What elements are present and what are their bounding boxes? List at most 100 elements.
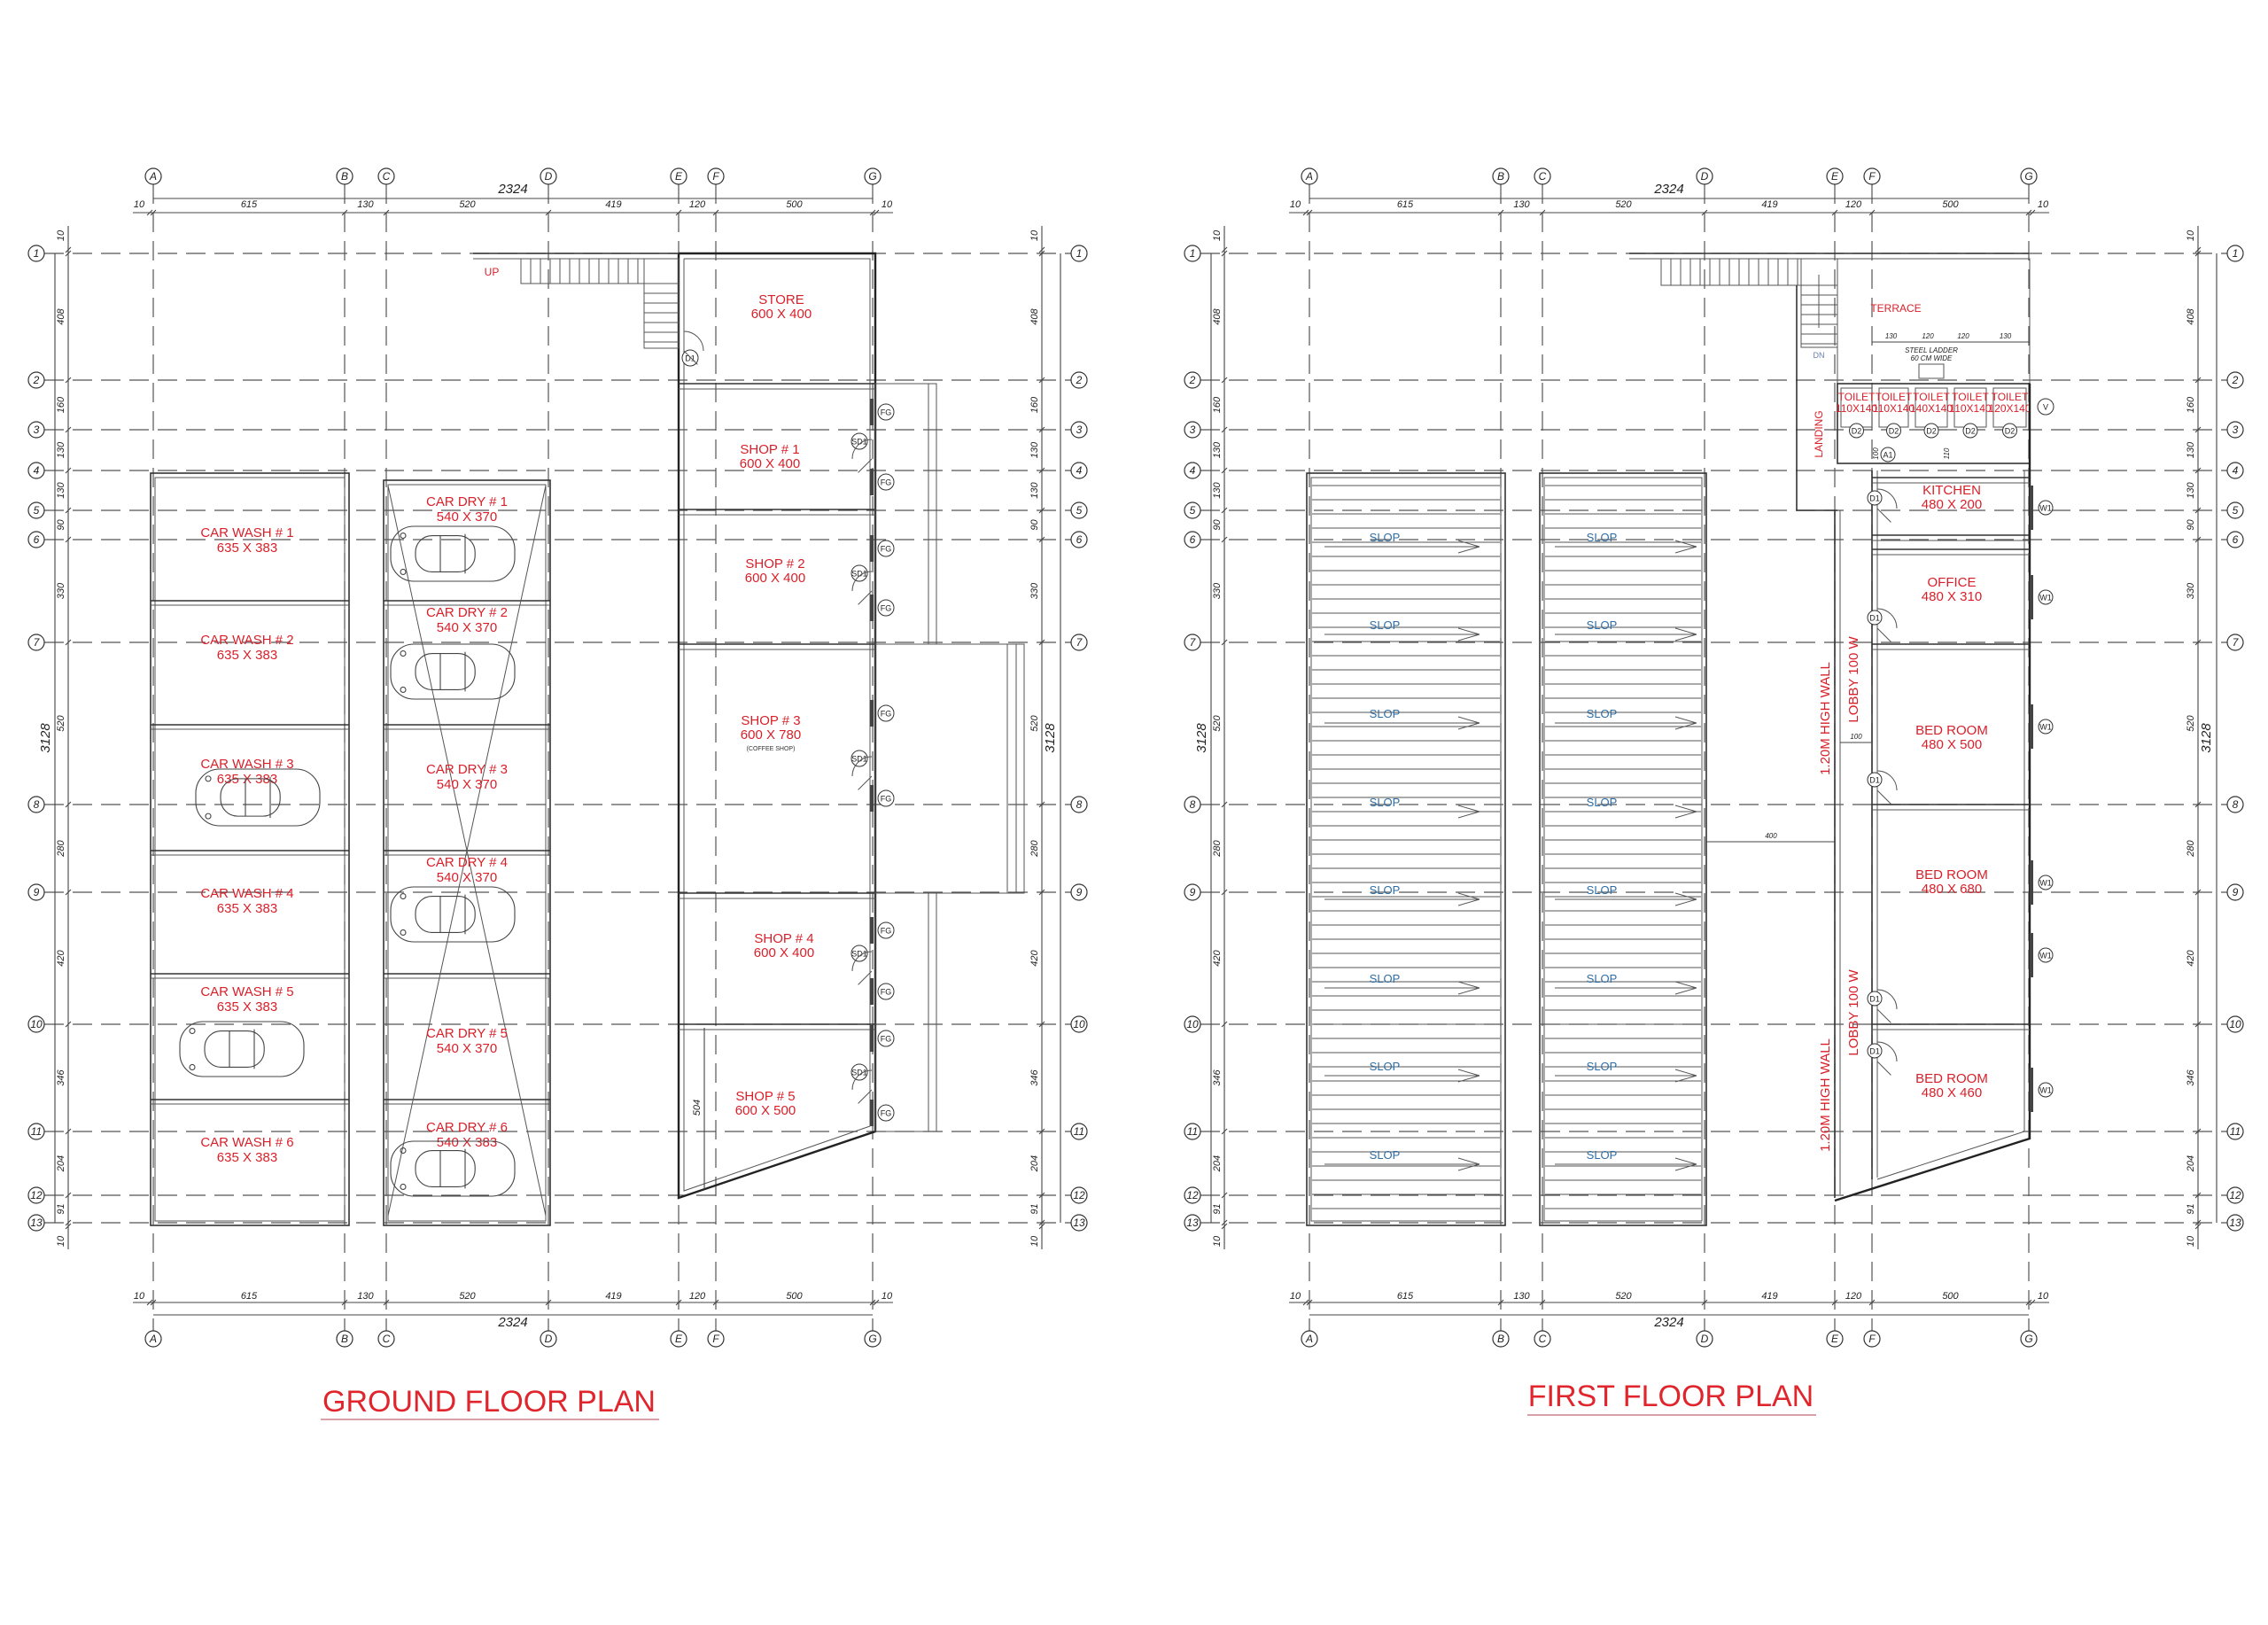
height-dimension: 204: [1212, 1155, 1223, 1172]
grid-label-10: 10: [2229, 1018, 2241, 1030]
grid-bubble-6: [1184, 531, 1201, 548]
height-dimension: 330: [1029, 582, 1040, 599]
car-body: [195, 768, 321, 827]
dimension-tick: [65, 1021, 72, 1028]
slope-label: SLOP: [1370, 618, 1401, 632]
height-dimension: 280: [2186, 839, 2196, 857]
toilet-size: 110X140: [1949, 402, 1991, 415]
terrace-dimension: 120: [1922, 332, 1934, 340]
slope-label: SLOP: [1587, 972, 1618, 985]
dimension-tick: [1221, 1192, 1228, 1199]
slope-arrowhead: [1674, 1075, 1697, 1083]
shop-label: SHOP # 5: [735, 1089, 795, 1104]
shop-note: (COFFEE SHOP): [747, 746, 796, 752]
grid-bubble-B: [1492, 167, 1510, 185]
height-dimension: 420: [1029, 949, 1040, 966]
grid-label-2: 2: [2232, 374, 2239, 386]
width-dimension: 500: [1942, 1291, 1959, 1302]
door-arc: [1876, 488, 1898, 509]
grid-label-10: 10: [30, 1018, 43, 1030]
shop-door-tag: SD1: [851, 755, 867, 764]
grid-bubble-7: [1070, 634, 1088, 651]
door-tag-d1: D1: [685, 354, 695, 363]
shop-label: SHOP # 3: [741, 713, 800, 728]
lobby-width-dimension: 100: [1850, 733, 1862, 741]
grid-bubble-3: [27, 421, 45, 439]
grid-bubble-E: [670, 1330, 687, 1348]
car-light: [400, 568, 407, 576]
window-tag-w1-circle: [2038, 875, 2054, 890]
door-tag-d2: D2: [1889, 427, 1899, 436]
dimension-tick: [2029, 209, 2036, 216]
grid-label-7: 7: [1190, 636, 1197, 649]
door-arc: [851, 951, 873, 972]
width-dimension: 520: [459, 199, 476, 210]
overall-width-dimension: 2324: [497, 1315, 527, 1330]
dimension-tick: [1221, 250, 1228, 257]
grid-bubble-D: [540, 1330, 557, 1348]
dimension-tick: [1302, 1299, 1309, 1306]
door-leaf: [858, 970, 873, 985]
door-swing-icon: [851, 1069, 873, 1104]
dimension-tick: [146, 1299, 153, 1306]
grid-bubble-E: [670, 167, 687, 185]
grid-label-F: F: [712, 1333, 719, 1345]
width-dimension: 419: [605, 1291, 621, 1302]
dimension-tick: [1868, 209, 1876, 216]
height-dimension: 408: [1212, 307, 1223, 324]
width-dimension: 419: [1761, 199, 1777, 210]
slope-arrowhead: [1457, 898, 1480, 906]
grid-label-7: 7: [34, 636, 41, 649]
slope-label: SLOP: [1587, 618, 1618, 632]
ramp-block-inner: [1310, 477, 1502, 1222]
shop-label: SHOP # 1: [740, 442, 799, 457]
car-body: [390, 643, 516, 700]
slope-arrowhead: [1674, 546, 1697, 554]
door-arc: [851, 756, 873, 777]
height-dimension: 130: [56, 481, 66, 498]
slope-arrowhead: [1674, 716, 1697, 724]
fixed-glass-tag: FG: [881, 795, 892, 804]
dimension-tick: [1221, 889, 1228, 896]
dimension-tick: [675, 1299, 682, 1306]
height-dimension: 520: [56, 714, 66, 731]
terrace-dimension: 130: [2000, 332, 2012, 340]
dimension-tick: [65, 1223, 72, 1230]
door-arc: [1876, 770, 1898, 791]
slope-arrowhead: [1457, 805, 1480, 812]
grid-label-9: 9: [1076, 886, 1083, 898]
slope-label: SLOP: [1587, 1060, 1618, 1073]
grid-label-B: B: [341, 170, 348, 183]
grid-label-13: 13: [30, 1217, 43, 1229]
fixed-glass-tag-circle: [877, 983, 895, 1000]
width-dimension: 10: [2038, 1291, 2049, 1302]
grid-label-2: 2: [1076, 374, 1083, 386]
grid-bubble-8: [2226, 796, 2244, 813]
door-swing-icon: [851, 571, 873, 605]
door-tag-d1: D1: [1869, 776, 1880, 785]
grid-bubble-13: [1070, 1214, 1088, 1232]
height-dimension: 520: [1029, 714, 1040, 731]
height-dimension: 90: [1212, 519, 1223, 531]
height-dimension: 130: [1029, 481, 1040, 498]
door-leaf: [1876, 627, 1891, 642]
door-swing-icon: [1876, 770, 1898, 805]
car-light: [205, 812, 212, 820]
height-dimension: 90: [2186, 519, 2196, 531]
fixed-glass-tag-circle: [877, 473, 895, 491]
window-tag-w1-circle: [2038, 500, 2054, 516]
dimension-tick: [1868, 1299, 1876, 1306]
toilet-label: TOILET: [1838, 391, 1876, 403]
door-tag-d2: D2: [1926, 427, 1937, 436]
car-cabin: [415, 895, 476, 934]
car-icon: [195, 768, 321, 827]
shop-size: 600 X 400: [740, 456, 800, 471]
dimension-tick: [2025, 1299, 2032, 1306]
fixed-glass-tag-circle: [877, 599, 895, 617]
shop-size: 600 X 400: [745, 571, 805, 586]
door-arc: [851, 1069, 873, 1091]
slope-arrowhead: [1674, 987, 1697, 995]
width-dimension: 615: [1397, 199, 1414, 210]
fixed-glass-tag: FG: [881, 604, 892, 613]
car-wash-label: CAR WASH # 6: [200, 1135, 293, 1150]
